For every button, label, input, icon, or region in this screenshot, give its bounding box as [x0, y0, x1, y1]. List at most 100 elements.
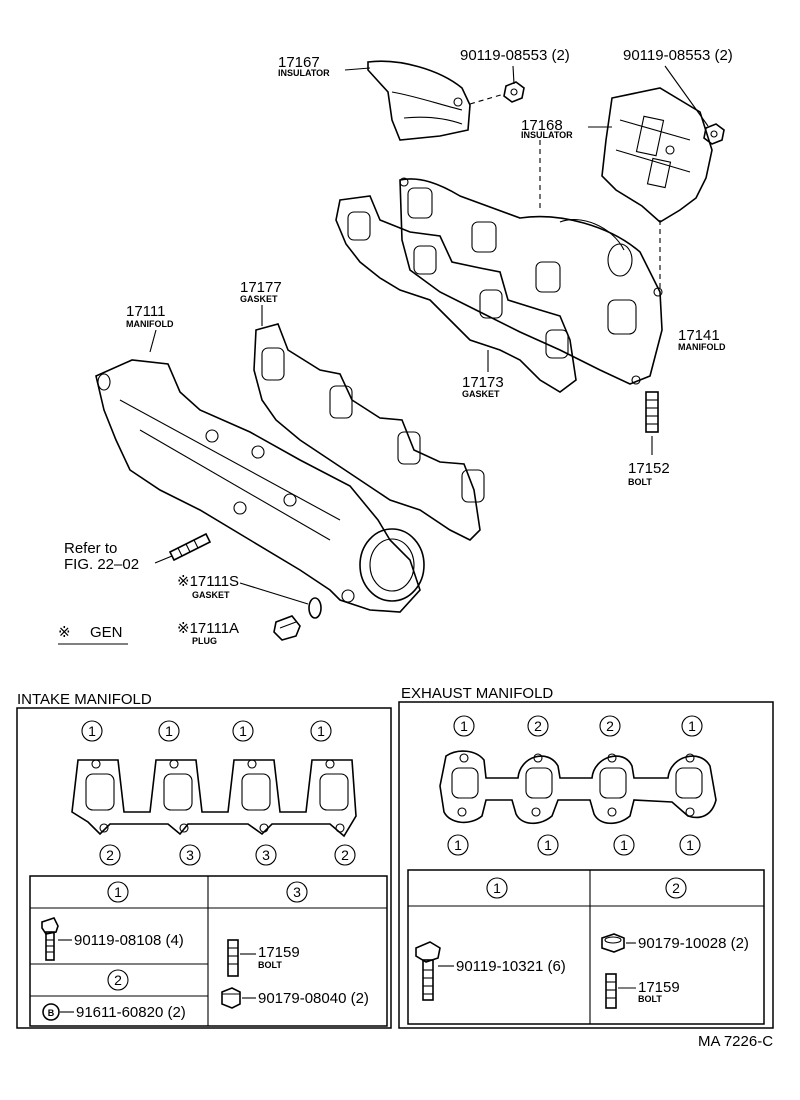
intake-table-header-1: 1 — [107, 881, 129, 903]
bolt-17152-label: BOLT — [628, 477, 652, 487]
manifold-17141-number: 17141 — [678, 327, 720, 344]
part-17159-exhaust-label: BOLT — [638, 994, 662, 1004]
exhaust-bottom-number: 1 — [679, 834, 701, 856]
gasket-17173-label: GASKET — [462, 389, 500, 399]
svg-text:3: 3 — [186, 847, 194, 863]
svg-text:1: 1 — [114, 884, 122, 900]
plug-17111a-number: ※17111A — [177, 620, 239, 637]
svg-text:1: 1 — [239, 723, 247, 739]
bolt-90119-08108-icon — [41, 917, 59, 961]
stud-17159-icon — [227, 939, 239, 977]
nut-90179-10028-icon — [601, 933, 625, 953]
nut-90179-08040-icon — [221, 987, 241, 1009]
gen-legend-text: GEN — [90, 624, 123, 641]
exhaust-bottom-number: 1 — [613, 834, 635, 856]
refer-note-line2: FIG. 22–02 — [64, 556, 139, 573]
intake-gasket-outline — [71, 759, 357, 838]
intake-top-number: 1 — [81, 720, 103, 742]
plug-17111a-drawing — [273, 615, 301, 641]
exhaust-top-number: 1 — [453, 715, 475, 737]
exhaust-top-number: 2 — [599, 715, 621, 737]
washer-b-icon: B — [42, 1003, 60, 1021]
intake-gasket-17177-drawing — [253, 323, 485, 541]
manifold-17141-label: MANIFOLD — [678, 342, 726, 352]
bolt-90119-08553-b-drawing — [703, 123, 725, 145]
bolt-90119-08553-b-number: 90119-08553 (2) — [623, 47, 733, 64]
svg-text:3: 3 — [293, 884, 301, 900]
gen-legend-symbol: ※ — [58, 624, 71, 641]
svg-text:B: B — [48, 1008, 55, 1018]
part-91611-60820: 91611-60820 (2) — [76, 1004, 186, 1021]
gasket-17111s-number: ※17111S — [177, 573, 239, 590]
svg-text:2: 2 — [672, 880, 680, 896]
intake-top-number: 1 — [158, 720, 180, 742]
intake-bottom-number: 3 — [255, 844, 277, 866]
insulator-17168-label: INSULATOR — [521, 130, 573, 140]
exhaust-gasket-outline — [439, 750, 717, 825]
part-90179-08040: 90179-08040 (2) — [258, 990, 369, 1007]
svg-text:1: 1 — [460, 718, 468, 734]
part-17159-intake-number: 17159 — [258, 944, 300, 961]
exhaust-panel-title: EXHAUST MANIFOLD — [401, 685, 553, 702]
intake-table-header-2: 2 — [107, 969, 129, 991]
gasket-17177-label: GASKET — [240, 294, 278, 304]
part-17159-intake-label: BOLT — [258, 960, 282, 970]
svg-text:2: 2 — [534, 718, 542, 734]
insulator-17167-drawing — [367, 60, 471, 141]
exhaust-top-number: 1 — [681, 715, 703, 737]
stud-17152-drawing — [645, 391, 659, 433]
exhaust-table-header-1: 1 — [486, 877, 508, 899]
svg-text:2: 2 — [114, 972, 122, 988]
insulator-17167-number: 17167 — [278, 54, 320, 71]
intake-panel-title: INTAKE MANIFOLD — [17, 691, 152, 708]
exhaust-bottom-number: 1 — [447, 834, 469, 856]
svg-text:2: 2 — [341, 847, 349, 863]
intake-bottom-number: 2 — [334, 844, 356, 866]
bolt-90119-08553-a-drawing — [503, 81, 525, 103]
svg-text:1: 1 — [493, 880, 501, 896]
gasket-17177-number: 17177 — [240, 279, 282, 296]
intake-top-number: 1 — [232, 720, 254, 742]
exhaust-top-number: 2 — [527, 715, 549, 737]
svg-text:1: 1 — [688, 718, 696, 734]
part-90179-10028: 90179-10028 (2) — [638, 935, 749, 952]
insulator-17168-drawing — [601, 87, 713, 223]
svg-text:1: 1 — [165, 723, 173, 739]
exhaust-manifold-17141-drawing — [399, 177, 663, 385]
bolt-90119-10321-icon — [415, 941, 441, 1001]
intake-top-number: 1 — [310, 720, 332, 742]
intake-panel — [16, 707, 392, 1029]
part-90119-08108: 90119-08108 (4) — [74, 932, 184, 949]
svg-text:2: 2 — [106, 847, 114, 863]
gasket-17111s-drawing — [308, 597, 322, 619]
refer-note-line1: Refer to — [64, 540, 117, 557]
insulator-17168-number: 17168 — [521, 117, 563, 134]
stud-refer-drawing — [168, 532, 212, 562]
manifold-17111-number: 17111 — [126, 303, 166, 320]
plug-17111a-label: PLUG — [192, 636, 217, 646]
intake-fastener-table — [29, 875, 388, 1027]
svg-text:1: 1 — [544, 837, 552, 853]
part-17159-exhaust-number: 17159 — [638, 979, 680, 996]
svg-text:1: 1 — [88, 723, 96, 739]
exhaust-bottom-number: 1 — [537, 834, 559, 856]
exhaust-table-header-2: 2 — [665, 877, 687, 899]
intake-table-header-3: 3 — [286, 881, 308, 903]
insulator-17167-label: INSULATOR — [278, 68, 330, 78]
svg-text:1: 1 — [620, 837, 628, 853]
svg-text:2: 2 — [606, 718, 614, 734]
bolt-90119-08553-a-number: 90119-08553 (2) — [460, 47, 570, 64]
part-90119-10321: 90119-10321 (6) — [456, 958, 566, 975]
intake-bottom-number: 3 — [179, 844, 201, 866]
bolt-17152-number: 17152 — [628, 460, 670, 477]
exhaust-gasket-17173-drawing — [335, 195, 577, 393]
svg-text:1: 1 — [454, 837, 462, 853]
svg-text:3: 3 — [262, 847, 270, 863]
svg-text:1: 1 — [686, 837, 694, 853]
stud-17159-exhaust-icon — [605, 973, 617, 1009]
gasket-17111s-label: GASKET — [192, 590, 230, 600]
figure-code: MA 7226-C — [698, 1033, 773, 1050]
manifold-17111-label: MANIFOLD — [126, 319, 174, 329]
exhaust-fastener-table — [407, 869, 765, 1025]
